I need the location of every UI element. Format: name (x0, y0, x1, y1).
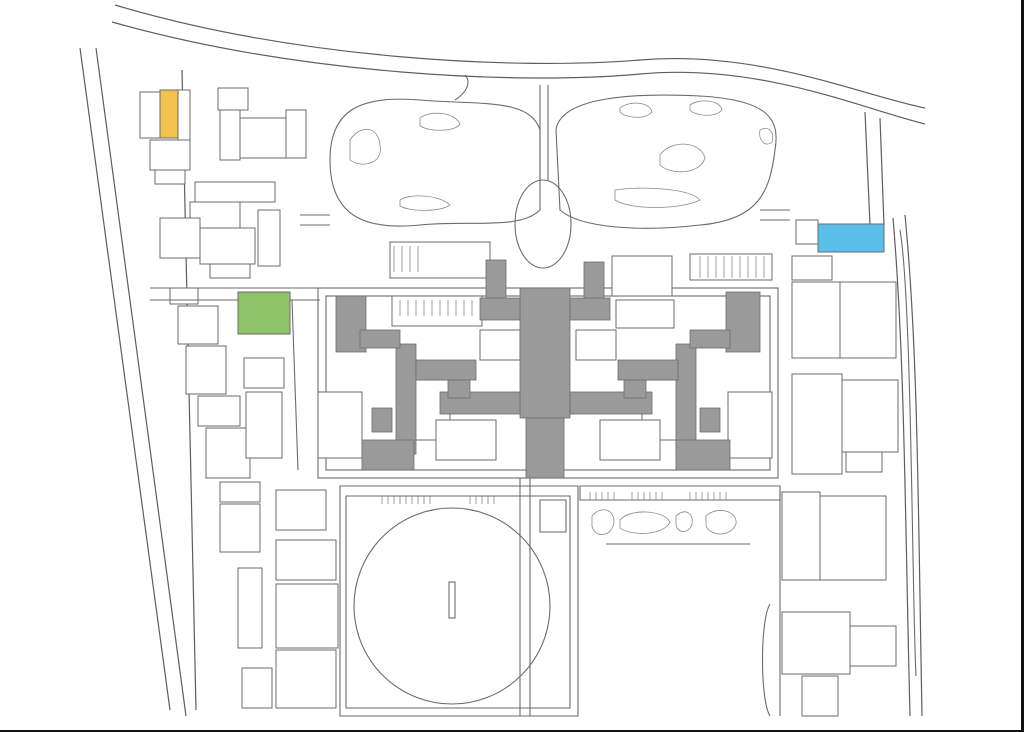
blue-pool (817, 223, 885, 253)
south-grounds (339, 478, 781, 717)
green-area (237, 291, 291, 335)
main-building (335, 259, 761, 479)
north-gardens (300, 74, 790, 269)
east-blocks (762, 219, 917, 717)
parking-rows (391, 246, 765, 316)
west-blocks (150, 287, 339, 709)
yellow-building (159, 89, 179, 139)
northwest-blocks (139, 87, 307, 305)
